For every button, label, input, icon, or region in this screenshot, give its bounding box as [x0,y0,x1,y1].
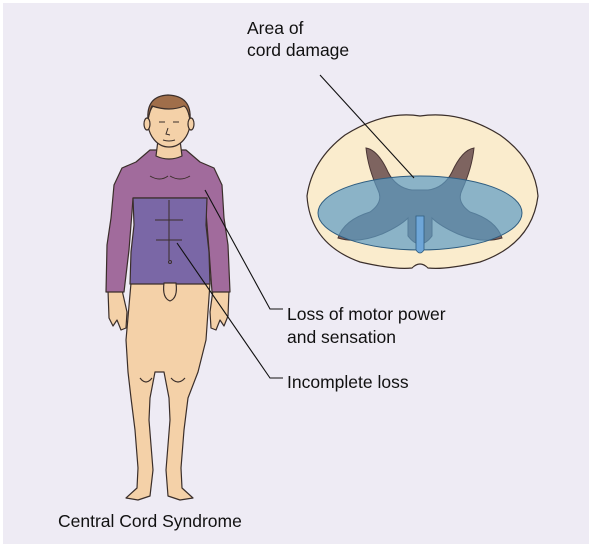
left-hand [108,290,127,330]
incomplete-loss-region [130,198,210,284]
spinal-cord-section [307,115,538,269]
legs [126,283,210,500]
label-motor-line2: and sensation [287,327,396,348]
figure-caption: Central Cord Syndrome [58,511,242,532]
label-damage-line1: Area of [247,18,303,39]
human-figure [106,95,230,500]
central-canal [416,216,424,253]
label-damage-line2: cord damage [247,40,349,61]
label-motor-line1: Loss of motor power [287,304,446,325]
label-incomplete: Incomplete loss [287,372,409,393]
